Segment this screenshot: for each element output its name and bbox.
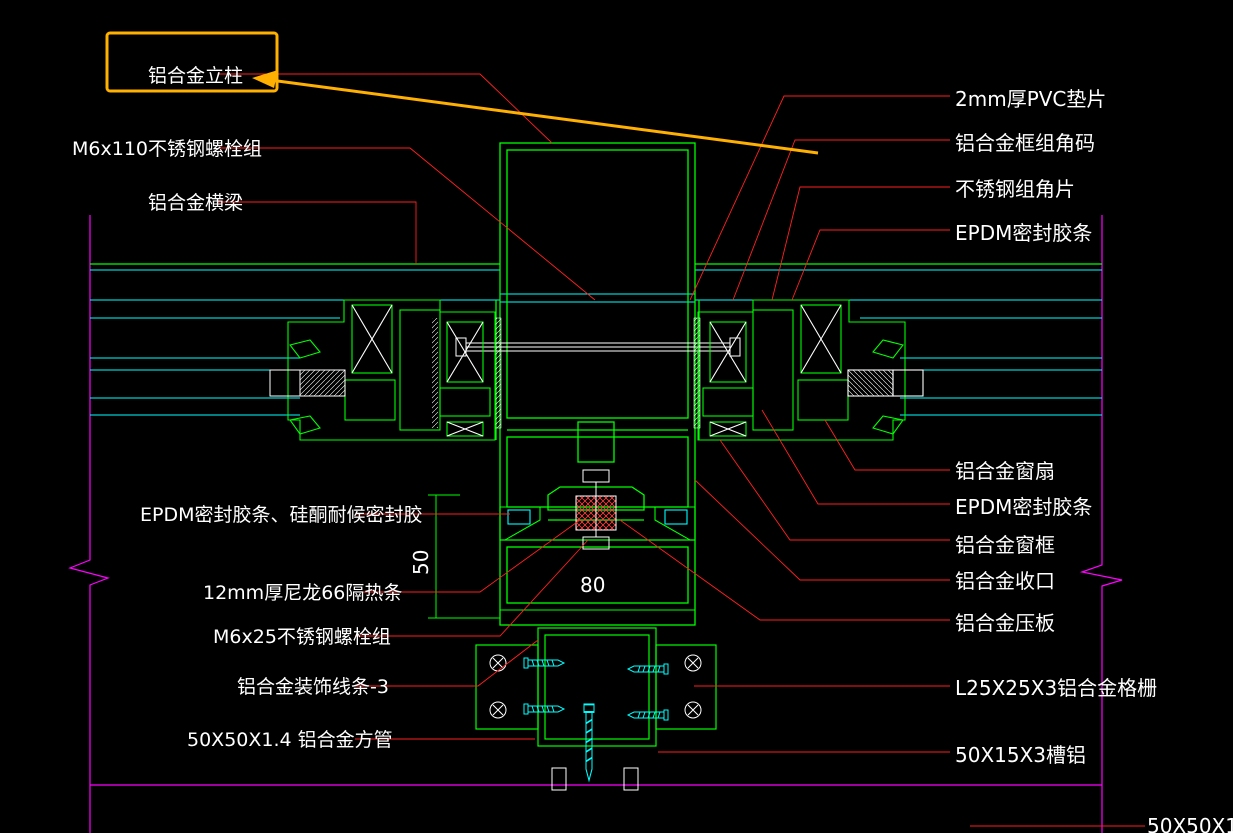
right-window-frame (697, 299, 924, 441)
left-window-frame (287, 299, 496, 441)
bracket-bolts (489, 654, 702, 791)
label-pressure-plate: 铝合金压板 (955, 611, 1055, 635)
pvc-pad (494, 317, 701, 429)
isolator (575, 469, 617, 550)
label-epdm-silicone: EPDM密封胶条、硅酮耐候密封胶 (140, 504, 423, 526)
label-frame-corner-key: 铝合金框组角码 (955, 131, 1095, 155)
labels-right: 2mm厚PVC垫片 铝合金框组角码 不锈钢组角片 EPDM密封胶条 铝合金窗扇 … (955, 87, 1233, 833)
label-m6x110-bolt: M6x110不锈钢螺栓组 (72, 138, 262, 160)
label-decorative-strip: 铝合金装饰线条-3 (237, 676, 389, 698)
dimension-width: 80 (580, 573, 605, 597)
left-seal-hatch (269, 318, 438, 428)
pressure-plate (499, 506, 696, 541)
label-tube-cut: 50X50X1 (1147, 814, 1233, 833)
label-window-sash: 铝合金窗扇 (955, 459, 1055, 483)
dimension-lines (428, 494, 695, 619)
square-tube (475, 627, 717, 747)
label-stainless-corner: 不锈钢组角片 (955, 177, 1075, 201)
long-bolt (455, 337, 741, 357)
label-channel: 50X15X3槽铝 (955, 743, 1086, 767)
label-window-frame: 铝合金窗框 (955, 533, 1055, 557)
label-epdm-1: EPDM密封胶条 (955, 221, 1092, 245)
boundary-lines (68, 215, 1123, 833)
labels-left: 铝合金立柱 M6x110不锈钢螺栓组 铝合金横梁 EPDM密封胶条、硅酮耐候密封… (72, 65, 423, 751)
label-nylon-isolator: 12mm厚尼龙66隔热条 (203, 582, 402, 604)
highlight-annotation (105, 31, 819, 155)
mullion (495, 142, 700, 626)
leader-lines (218, 73, 1145, 827)
label-epdm-2: EPDM密封胶条 (955, 495, 1092, 519)
dimension-height: 50 (409, 550, 433, 575)
label-closure-trim: 铝合金收口 (955, 569, 1055, 593)
label-aluminum-transom: 铝合金横梁 (148, 192, 243, 214)
label-pvc-pad: 2mm厚PVC垫片 (955, 87, 1106, 111)
label-grille-angle: L25X25X3铝合金格栅 (955, 676, 1157, 700)
label-m6x25-bolt: M6x25不锈钢螺栓组 (213, 626, 391, 648)
label-square-tube: 50X50X1.4 铝合金方管 (187, 729, 393, 751)
label-aluminum-mullion: 铝合金立柱 (148, 65, 243, 87)
